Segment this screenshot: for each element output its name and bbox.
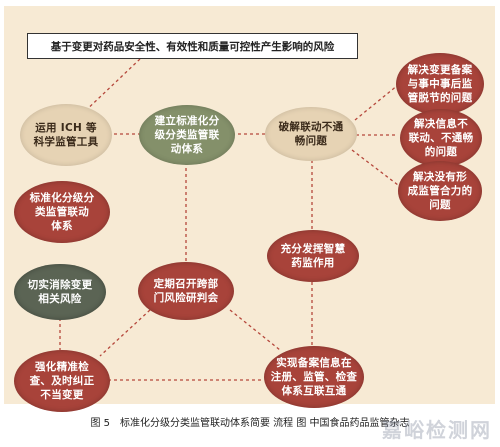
risk-basis-box: 基于变更对药品安全性、有效性和质量可控性产生影响的风险 (27, 33, 358, 59)
node-smart-regulation: 充分发挥智慧药监作用 (267, 230, 359, 282)
node-eliminate-risk: 切实消除变更相关风险 (14, 264, 106, 320)
node-break-problem: 破解联动不通畅问题 (265, 107, 357, 161)
node-strengthen-inspection: 强化精准检查、及时纠正不当变更 (14, 350, 110, 412)
node-solve-1: 解决变更备案与事中事后监管脱节的问题 (396, 53, 484, 115)
node-regular-meeting: 定期召开跨部门风险研判会 (138, 262, 234, 320)
node-solve-3: 解决没有形成监管合力的问题 (398, 161, 482, 221)
node-solve-2: 解决信息不联动、不通畅的问题 (400, 109, 482, 167)
figure-caption: 图 5 标准化分级分类监管联动体系简要 ­流程 图 中国食品药品监管杂志 (90, 418, 410, 429)
node-info-interconnect: 实现备案信息在注册、监管、检查体系互联互通 (264, 346, 364, 408)
node-ich-tools: 运用 ICH 等科学监管工具 (20, 104, 112, 166)
risk-basis-text: 基于变更对药品安全性、有效性和质量可控性产生影响的风险 (50, 40, 335, 53)
node-build-system: 建立标准化分级分类监管联动体系 (139, 105, 235, 165)
node-standard-system: 标准化分级分类监管联动体系 (14, 181, 110, 243)
watermark: 嘉峪检测网 (382, 418, 492, 442)
